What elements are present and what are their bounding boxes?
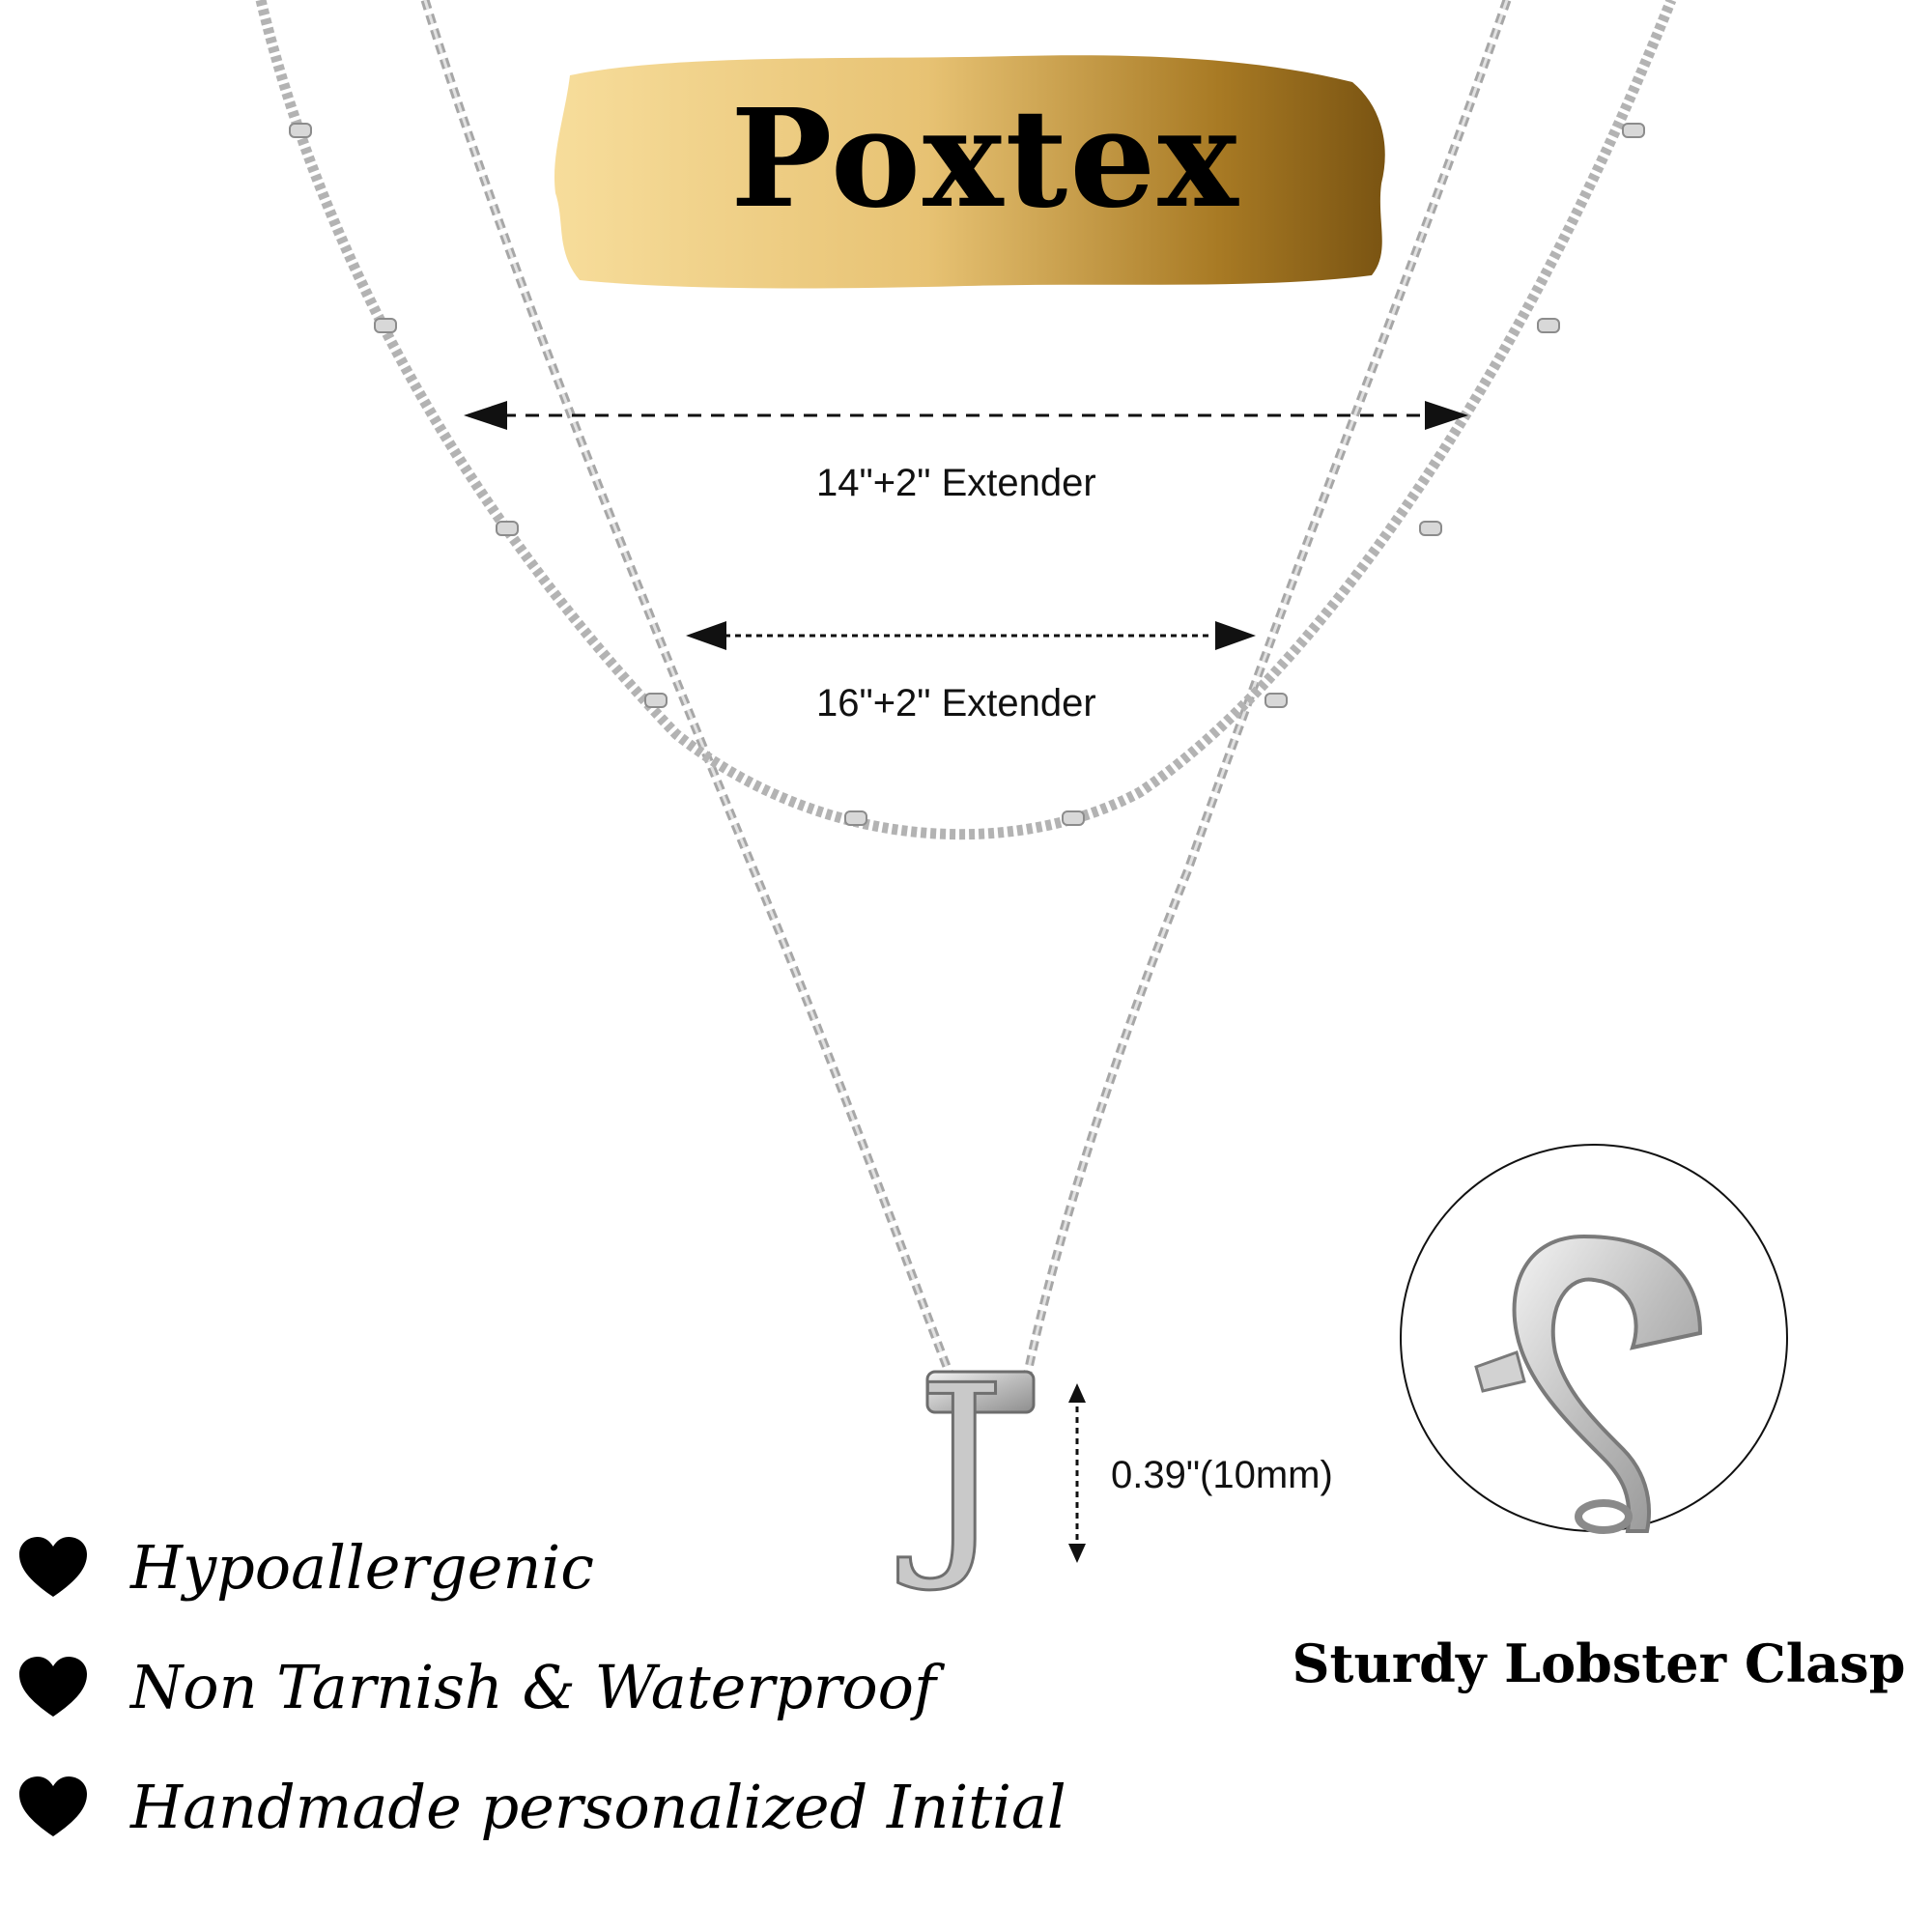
heart-icon — [19, 1657, 87, 1717]
inner-chain-length-label: 16"+2" Extender — [816, 682, 1096, 724]
feature-item-handmade: Handmade personalized Initial — [19, 1747, 1066, 1866]
heart-icon — [19, 1776, 87, 1836]
feature-list: Hypoallergenic Non Tarnish & Waterproof … — [19, 1507, 1066, 1866]
feature-text: Handmade personalized Initial — [130, 1771, 1066, 1842]
brand-name: Poxtex — [730, 80, 1240, 239]
satellite-chain — [255, 0, 1677, 840]
satellite-beads — [289, 123, 1645, 826]
inner-dimension-arrow — [686, 621, 1256, 650]
outer-chain-length-label: 14"+2" Extender — [816, 462, 1096, 504]
outer-chain-highlight — [423, 0, 1509, 1392]
gold-brush-stroke — [554, 55, 1385, 289]
clasp-caption: Sturdy Lobster Clasp — [1292, 1633, 1906, 1694]
heart-icon — [19, 1537, 87, 1597]
pendant-size-arrow — [1068, 1383, 1086, 1563]
feature-item-hypoallergenic: Hypoallergenic — [19, 1507, 1066, 1627]
pendant-size-label: 0.39"(10mm) — [1111, 1454, 1333, 1496]
feature-text: Hypoallergenic — [130, 1531, 594, 1603]
initial-pendant: J — [915, 1339, 1007, 1597]
clasp-ring — [1575, 1499, 1633, 1534]
lobster-clasp-icon — [1512, 1234, 1703, 1533]
pendant-bail — [925, 1370, 1036, 1414]
feature-text: Non Tarnish & Waterproof — [130, 1651, 936, 1722]
clasp-lever — [1474, 1350, 1526, 1393]
feature-item-non-tarnish: Non Tarnish & Waterproof — [19, 1627, 1066, 1747]
outer-dimension-arrow — [464, 401, 1468, 430]
clasp-detail — [1400, 1144, 1788, 1534]
